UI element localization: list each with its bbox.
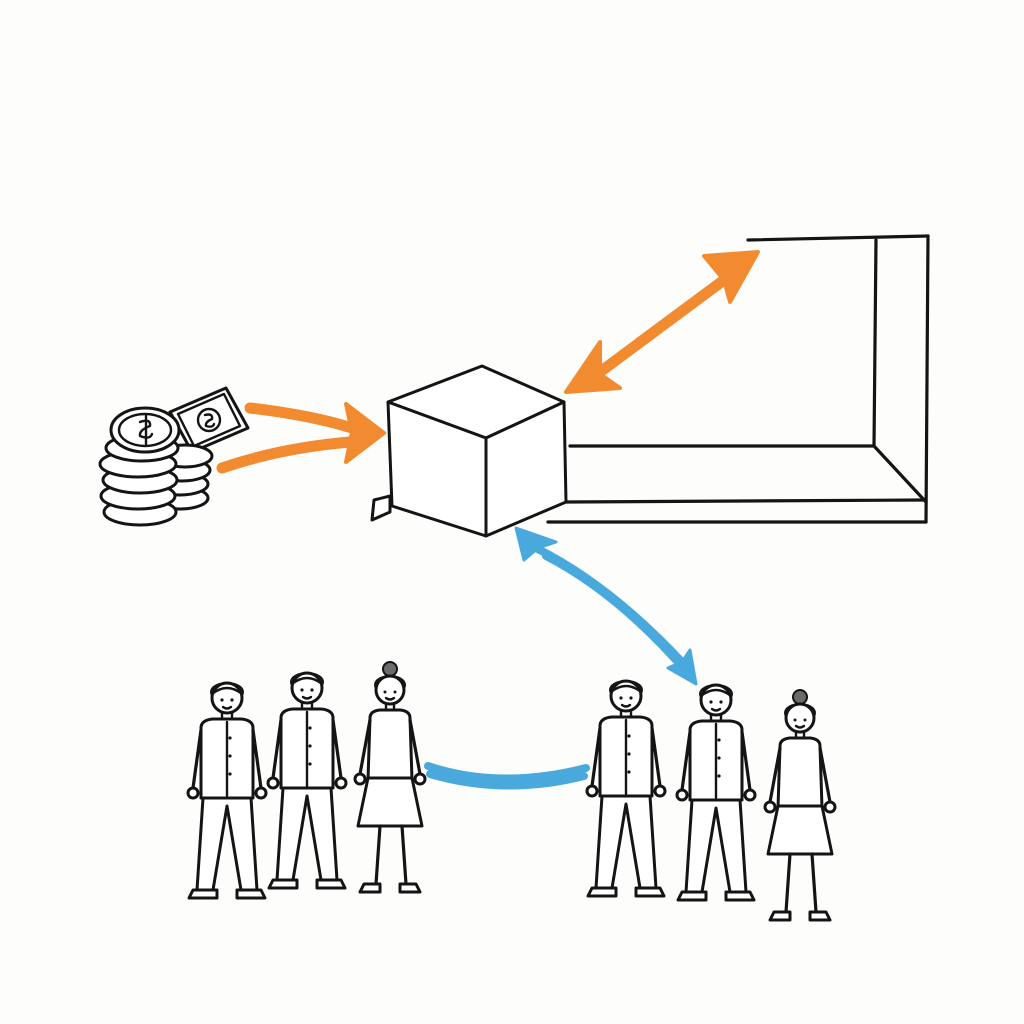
person-right-3 — [763, 688, 837, 922]
people-group-left — [186, 660, 427, 900]
money-stack — [98, 386, 250, 527]
person-left-2 — [266, 671, 348, 890]
arrow-cube-to-people — [514, 526, 698, 686]
link-group-to-group — [424, 762, 590, 790]
person-left-3 — [353, 660, 427, 894]
person-left-1 — [186, 681, 268, 900]
banknote-icon — [168, 386, 250, 454]
cube-icon — [370, 364, 568, 538]
arrow-money-to-cube — [216, 402, 386, 474]
coin-stack-icon — [98, 406, 214, 527]
people-group-right — [585, 679, 837, 922]
open-box-frame-icon — [546, 234, 930, 524]
arrow-cube-to-frame — [564, 250, 760, 394]
person-right-1 — [585, 679, 667, 898]
person-right-2 — [675, 683, 757, 902]
